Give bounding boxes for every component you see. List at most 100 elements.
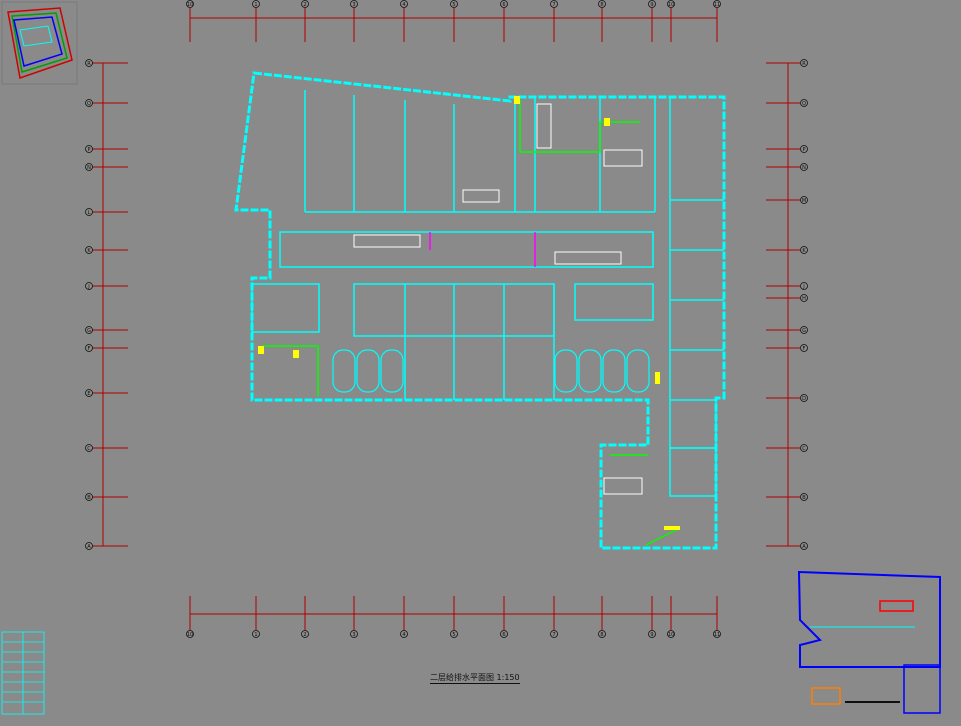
- axis-bubble-top: 8: [598, 0, 606, 8]
- svg-text:1: 1: [254, 2, 257, 8]
- svg-text:6: 6: [502, 2, 505, 8]
- axis-bubble-top: 7: [550, 0, 558, 8]
- axis-bubble-right: Q: [800, 99, 808, 107]
- axis-bubble-top: 11: [713, 0, 721, 8]
- svg-text:N: N: [802, 165, 806, 171]
- svg-text:2: 2: [303, 2, 306, 8]
- svg-text:9: 9: [650, 2, 653, 8]
- axis-bubble-bottom: 8: [598, 630, 606, 638]
- svg-text:4: 4: [402, 632, 405, 638]
- axis-bubble-left: K: [85, 246, 93, 254]
- svg-text:P: P: [87, 147, 90, 153]
- axis-bubble-top: 2: [301, 0, 309, 8]
- axis-bubble-bottom: 4: [400, 630, 408, 638]
- axis-bubble-right: D: [800, 394, 808, 402]
- drawing-caption: 二层给排水平面图 1:150: [430, 673, 520, 684]
- svg-text:N: N: [87, 165, 91, 171]
- axis-bubble-left: L: [85, 208, 93, 216]
- axis-bubble-right: G: [800, 326, 808, 334]
- svg-text:8: 8: [600, 2, 603, 8]
- svg-text:1: 1: [254, 632, 257, 638]
- axis-bubble-top: 3: [350, 0, 358, 8]
- axis-bubble-bottom: 5: [450, 630, 458, 638]
- svg-text:7: 7: [552, 2, 555, 8]
- axis-bubble-top: 10: [667, 0, 675, 8]
- axis-bubble-left: Q: [85, 99, 93, 107]
- svg-text:A: A: [802, 544, 806, 550]
- svg-text:R: R: [87, 61, 91, 67]
- svg-text:H: H: [802, 296, 806, 302]
- axis-bubble-left: E: [85, 389, 93, 397]
- svg-text:7: 7: [552, 632, 555, 638]
- axis-bubble-top: 1: [252, 0, 260, 8]
- axis-bubble-right: J: [800, 282, 808, 290]
- axis-bubble-right: P: [800, 145, 808, 153]
- site-thumbnail: [1, 1, 78, 85]
- svg-text:B: B: [802, 495, 806, 501]
- axis-bubble-top: 6: [500, 0, 508, 8]
- svg-text:R: R: [802, 61, 806, 67]
- svg-text:A: A: [87, 544, 91, 550]
- floor-plan: [234, 71, 726, 550]
- axis-bubble-left: F: [85, 344, 93, 352]
- svg-text:2: 2: [303, 632, 306, 638]
- axis-bubble-left: C: [85, 444, 93, 452]
- key-plan: [797, 570, 941, 714]
- axis-bubble-bottom: 11: [713, 630, 721, 638]
- svg-text:Q: Q: [802, 101, 806, 107]
- svg-text:3: 3: [352, 2, 355, 8]
- svg-text:B: B: [87, 495, 91, 501]
- svg-text:D: D: [802, 396, 806, 402]
- svg-text:10: 10: [187, 2, 193, 8]
- axis-bubble-bottom: 7: [550, 630, 558, 638]
- axis-bubble-right: K: [800, 246, 808, 254]
- axis-bubble-bottom: 1: [252, 630, 260, 638]
- axis-bubble-right: H: [800, 294, 808, 302]
- svg-text:11: 11: [714, 632, 720, 638]
- axis-bubble-top: 9: [648, 0, 656, 8]
- svg-text:J: J: [802, 284, 804, 290]
- svg-text:5: 5: [452, 2, 455, 8]
- axis-bubble-right: N: [800, 163, 808, 171]
- svg-text:C: C: [802, 446, 806, 452]
- axis-bubble-right: B: [800, 493, 808, 501]
- axis-bubble-bottom: 3: [350, 630, 358, 638]
- svg-text:10: 10: [668, 632, 674, 638]
- svg-text:11: 11: [714, 2, 720, 8]
- svg-text:10: 10: [187, 632, 193, 638]
- axis-bubble-left: N: [85, 163, 93, 171]
- svg-text:P: P: [802, 147, 805, 153]
- svg-text:5: 5: [452, 632, 455, 638]
- svg-text:F: F: [88, 346, 91, 352]
- axis-bubble-right: R: [800, 59, 808, 67]
- svg-text:J: J: [87, 284, 89, 290]
- svg-text:Q: Q: [87, 101, 91, 107]
- svg-text:G: G: [87, 328, 91, 334]
- axis-bubble-top: 5: [450, 0, 458, 8]
- axis-bubble-bottom: 2: [301, 630, 309, 638]
- axis-bubble-right: C: [800, 444, 808, 452]
- grid-axes: 101011223344556677889910101111RQPNLKJGFE…: [85, 0, 808, 638]
- axis-bubble-top: 10: [186, 0, 194, 8]
- axis-bubble-right: F: [800, 344, 808, 352]
- axis-bubble-left: J: [85, 282, 93, 290]
- svg-text:6: 6: [502, 632, 505, 638]
- axis-bubble-left: B: [85, 493, 93, 501]
- legend-table: [1, 631, 45, 715]
- svg-text:G: G: [802, 328, 806, 334]
- axis-bubble-bottom: 10: [186, 630, 194, 638]
- axis-bubble-right: A: [800, 542, 808, 550]
- axis-bubble-bottom: 6: [500, 630, 508, 638]
- axis-bubble-right: M: [800, 196, 808, 204]
- axis-bubble-bottom: 9: [648, 630, 656, 638]
- axis-bubble-bottom: 10: [667, 630, 675, 638]
- svg-text:E: E: [87, 391, 90, 397]
- svg-text:K: K: [87, 248, 91, 254]
- axis-bubble-left: G: [85, 326, 93, 334]
- svg-text:8: 8: [600, 632, 603, 638]
- axis-bubble-left: R: [85, 59, 93, 67]
- svg-text:3: 3: [352, 632, 355, 638]
- svg-text:10: 10: [668, 2, 674, 8]
- axis-bubble-left: A: [85, 542, 93, 550]
